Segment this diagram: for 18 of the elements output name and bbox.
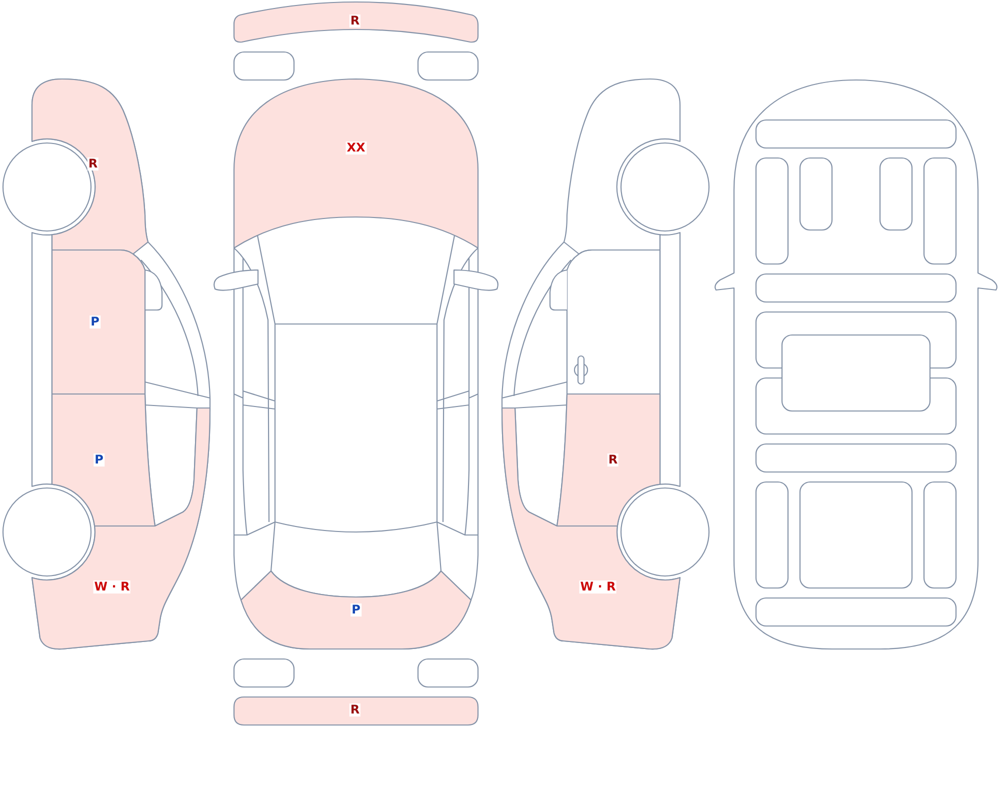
damage-code: W · R <box>579 580 617 594</box>
rear-panel <box>241 571 471 649</box>
damage-code: P <box>90 316 100 328</box>
damage-code: W · R <box>93 580 131 594</box>
fender-panel <box>32 79 149 255</box>
bumper-panel <box>234 2 478 43</box>
door-panel <box>557 394 660 526</box>
damage-code: R <box>349 14 361 28</box>
damage-code: R <box>607 454 619 466</box>
damage-code: P <box>350 604 362 616</box>
door-panel <box>52 394 155 526</box>
damage-code: XX <box>346 142 366 154</box>
damage-code: R <box>349 704 361 716</box>
damage-code: P <box>94 454 104 466</box>
hood-panel <box>234 79 478 248</box>
damage-code: R <box>87 158 99 170</box>
bumper-panel <box>234 697 478 725</box>
door-panel <box>52 250 145 394</box>
